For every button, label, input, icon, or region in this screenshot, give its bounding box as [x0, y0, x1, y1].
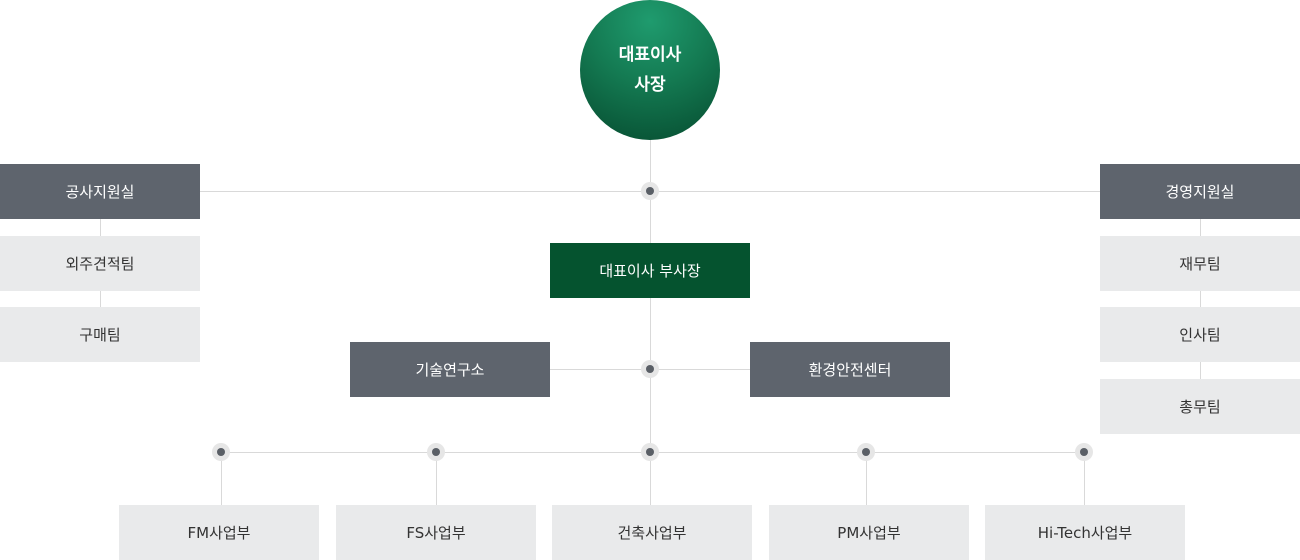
division-construction: 건축사업부	[552, 505, 752, 560]
division-fm: FM사업부	[119, 505, 319, 560]
mid-unit-right: 환경안전센터	[750, 342, 950, 397]
connector-division-fs	[436, 452, 437, 505]
connector-ceo-trunk	[650, 140, 651, 505]
junction-dot-fs	[427, 443, 445, 461]
ceo-title-line2: 사장	[634, 75, 666, 95]
right-team-1: 재무팀	[1100, 236, 1300, 291]
mid-unit-left: 기술연구소	[350, 342, 550, 397]
division-hitech: Hi-Tech사업부	[985, 505, 1185, 560]
junction-dot-pm	[857, 443, 875, 461]
junction-dot-support	[641, 182, 659, 200]
division-pm: PM사업부	[769, 505, 969, 560]
junction-dot-construction	[641, 443, 659, 461]
right-team-3: 총무팀	[1100, 379, 1300, 434]
junction-dot-hitech	[1075, 443, 1093, 461]
division-fs: FS사업부	[336, 505, 536, 560]
left-team-2: 구매팀	[0, 307, 200, 362]
right-group-head: 경영지원실	[1100, 164, 1300, 219]
left-group-head: 공사지원실	[0, 164, 200, 219]
connector-right-teams	[1200, 218, 1201, 380]
left-team-1: 외주견적팀	[0, 236, 200, 291]
connector-division-pm	[866, 452, 867, 505]
junction-dot-fm	[212, 443, 230, 461]
right-team-2: 인사팀	[1100, 307, 1300, 362]
junction-dot-mid	[641, 360, 659, 378]
vice-president-node: 대표이사 부사장	[550, 243, 750, 298]
ceo-title-line1: 대표이사	[618, 45, 682, 65]
connector-division-hitech	[1084, 452, 1085, 505]
connector-division-fm	[221, 452, 222, 505]
ceo-node: 대표이사 사장	[580, 0, 720, 140]
